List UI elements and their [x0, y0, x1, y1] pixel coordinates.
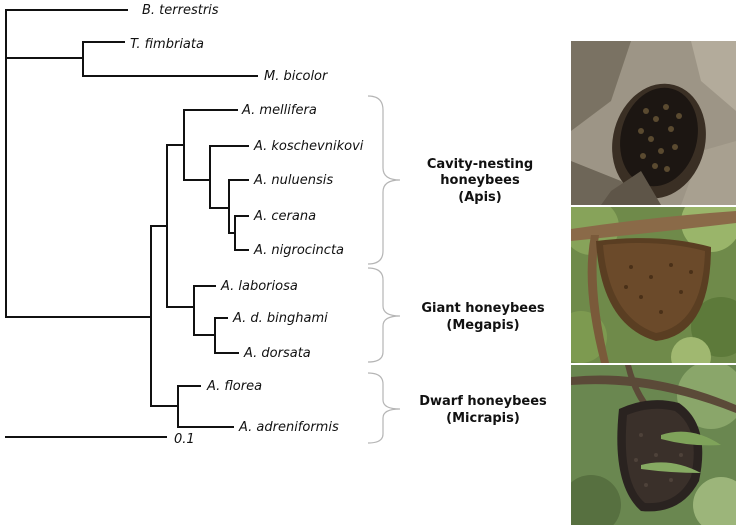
- brace-cavity-nesting: [367, 95, 401, 265]
- group-micrapis-label-2: (Micrapis): [446, 411, 520, 426]
- dwarf-honeybee-nest-photo: [571, 365, 736, 525]
- taxon-a-mellifera: A. mellifera: [241, 103, 317, 118]
- taxon-a-dorsata: A. dorsata: [243, 346, 311, 361]
- taxon-t-fimbriata: T. fimbriata: [130, 37, 204, 52]
- taxon-a-koschevnikovi: A. koschevnikovi: [253, 139, 364, 154]
- taxon-a-nigrocincta: A. nigrocincta: [253, 243, 344, 258]
- cavity-nest-photo: [571, 41, 736, 205]
- group-megapis-label-1: Giant honeybees: [421, 301, 545, 316]
- taxon-b-terrestris: B. terrestris: [142, 3, 219, 18]
- taxon-a-nuluensis: A. nuluensis: [253, 173, 333, 188]
- taxon-a-d-binghami: A. d. binghami: [232, 311, 328, 326]
- taxon-a-florea: A. florea: [206, 379, 262, 394]
- taxon-a-laboriosa: A. laboriosa: [220, 279, 298, 294]
- taxon-m-bicolor: M. bicolor: [264, 69, 329, 84]
- scale-bar-label: 0.1: [174, 432, 195, 447]
- brace-dwarf: [367, 372, 401, 444]
- brace-giant: [367, 267, 401, 363]
- taxon-a-cerana: A. cerana: [253, 209, 316, 224]
- taxon-a-adreniformis: A. adreniformis: [238, 420, 339, 435]
- group-micrapis-label-1: Dwarf honeybees: [419, 394, 547, 409]
- group-apis-label-3: (Apis): [458, 190, 501, 205]
- giant-honeybee-nest-photo: [571, 207, 736, 363]
- group-apis-label-1: Cavity-nesting: [427, 157, 533, 172]
- group-apis-label-2: honeybees: [440, 173, 520, 188]
- group-megapis-label-2: (Megapis): [446, 318, 519, 333]
